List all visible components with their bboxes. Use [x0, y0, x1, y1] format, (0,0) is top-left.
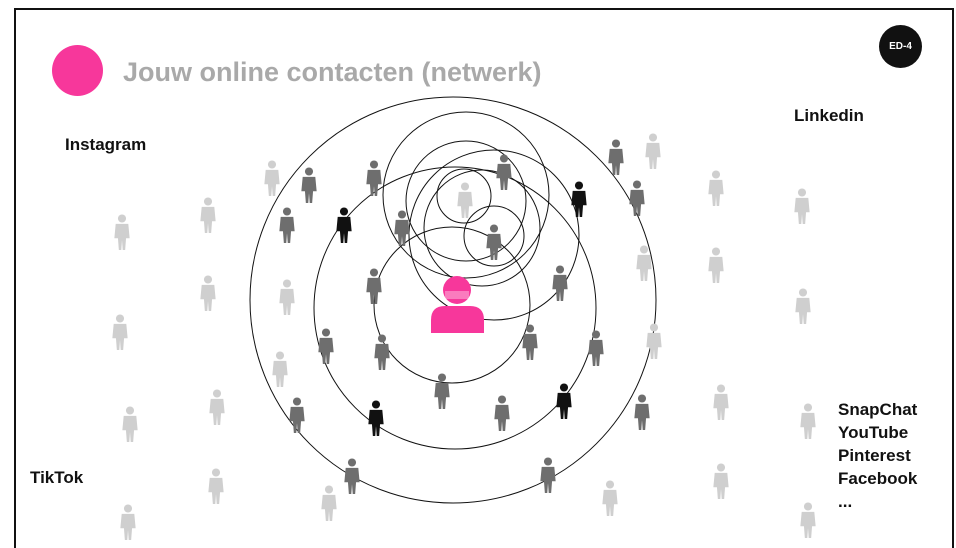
person-icon: [522, 324, 538, 360]
person-icon: [457, 182, 473, 218]
person-icon: [336, 207, 352, 243]
person-icon: [209, 389, 225, 425]
person-icon: [114, 214, 130, 250]
person-icon: [800, 403, 816, 439]
person-icon: [289, 397, 305, 433]
person-icon: [794, 188, 810, 224]
person-icon: [608, 139, 624, 175]
person-icon: [571, 181, 587, 217]
person-icon: [321, 485, 337, 521]
person-icon: [112, 314, 128, 350]
slide-frame: [14, 8, 954, 548]
overlap-circle-1: [382, 111, 550, 279]
person-icon: [434, 373, 450, 409]
third-network-circle: [373, 226, 531, 384]
network-circles: [249, 96, 657, 504]
label-facebook: Facebook: [838, 469, 918, 488]
contact-people: [112, 133, 816, 540]
overlap-circle-4: [423, 169, 541, 287]
person-icon: [713, 463, 729, 499]
person-icon: [344, 458, 360, 494]
person-icon: [800, 502, 816, 538]
person-icon: [629, 180, 645, 216]
person-icon: [318, 328, 334, 364]
person-icon: [636, 245, 652, 281]
person-icon: [200, 275, 216, 311]
person-icon: [279, 279, 295, 315]
person-icon: [602, 480, 618, 516]
user-icon: [431, 276, 484, 333]
label-more: ...: [838, 492, 853, 511]
overlap-circle-5: [436, 168, 492, 224]
other-platforms-list: SnapChat YouTube Pinterest Facebook ...: [838, 398, 917, 513]
label-tiktok: TikTok: [30, 468, 84, 487]
person-icon: [708, 170, 724, 206]
second-network-circle: [313, 166, 597, 450]
person-icon: [264, 160, 280, 196]
slide-title: Jouw online contacten (netwerk): [123, 57, 542, 87]
person-icon: [208, 468, 224, 504]
label-youtube: YouTube: [838, 423, 909, 442]
label-snapchat: SnapChat: [838, 400, 918, 419]
label-pinterest: Pinterest: [838, 446, 911, 465]
person-icon: [708, 247, 724, 283]
person-icon: [368, 400, 384, 436]
person-icon: [494, 395, 510, 431]
person-icon: [588, 330, 604, 366]
person-icon: [122, 406, 138, 442]
person-icon: [713, 384, 729, 420]
person-icon: [634, 394, 650, 430]
person-icon: [552, 265, 568, 301]
person-icon: [279, 207, 295, 243]
label-instagram: Instagram: [65, 135, 147, 154]
person-icon: [301, 167, 317, 203]
person-icon: [486, 224, 502, 260]
label-linkedin: Linkedin: [794, 106, 864, 125]
person-icon: [272, 351, 288, 387]
person-icon: [366, 160, 382, 196]
person-icon: [540, 457, 556, 493]
outer-network-circle: [249, 96, 657, 504]
accent-dot: [52, 45, 103, 96]
person-icon: [120, 504, 136, 540]
person-icon: [200, 197, 216, 233]
overlap-circle-6: [463, 205, 525, 267]
person-icon: [795, 288, 811, 324]
person-icon: [556, 383, 572, 419]
slide-badge: ED-4: [879, 25, 922, 68]
overlap-circle-2: [408, 149, 580, 321]
overlap-circle-3: [405, 140, 527, 262]
person-icon: [645, 133, 661, 169]
person-icon: [374, 334, 390, 370]
